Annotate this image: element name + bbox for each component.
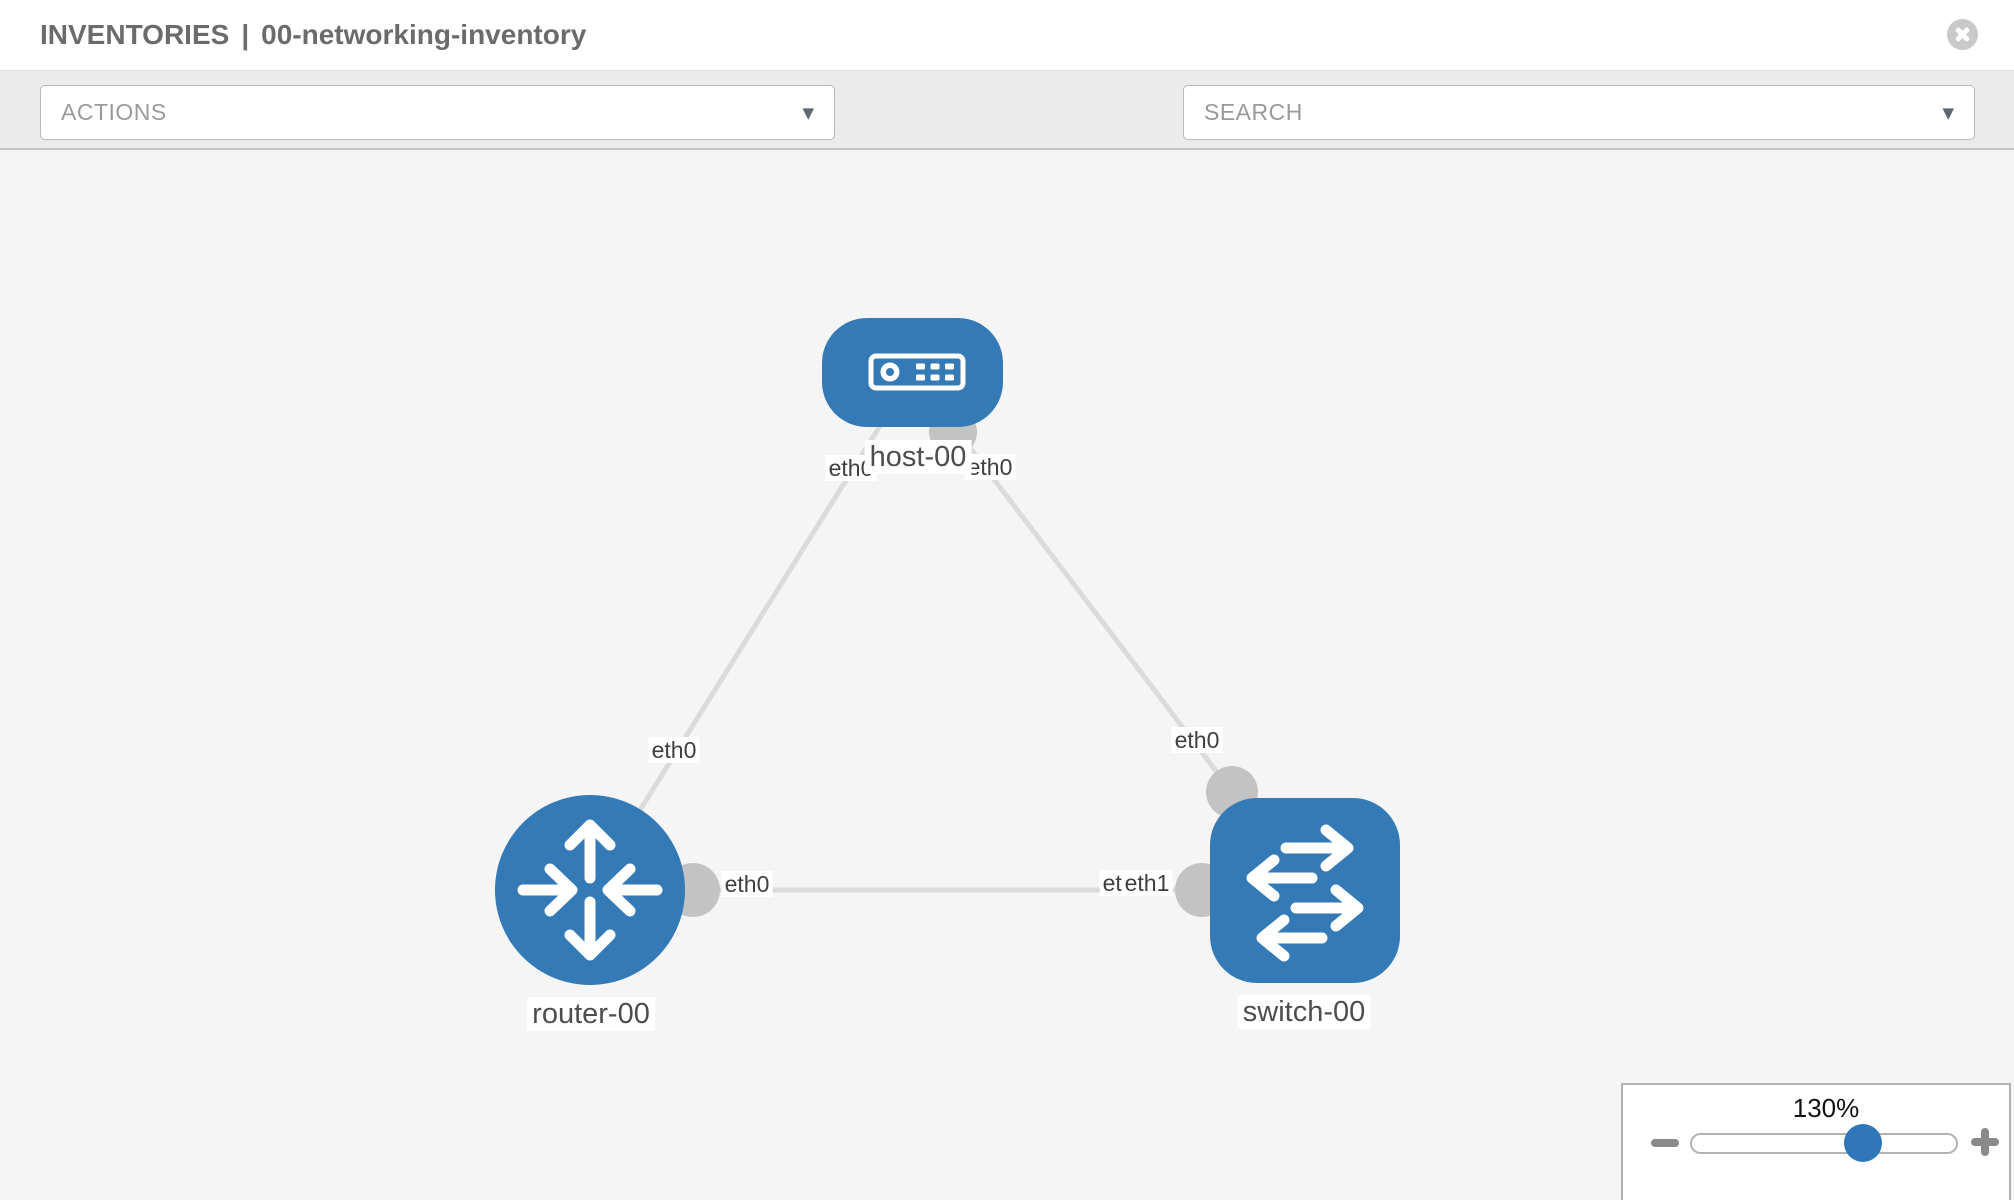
header-bar: INVENTORIES | 00-networking-inventory: [0, 0, 2014, 71]
interface-label: eth1: [1121, 870, 1173, 896]
host-icon: [868, 353, 966, 391]
search-dropdown-label: SEARCH: [1204, 99, 1303, 125]
plus-icon: [1981, 1128, 1989, 1156]
node-host-00[interactable]: [822, 318, 1003, 427]
zoom-slider-track[interactable]: [1690, 1124, 1958, 1162]
minus-icon: [1651, 1139, 1679, 1147]
interface-label: eth0: [1171, 727, 1223, 753]
zoom-in-button[interactable]: [1971, 1128, 1999, 1156]
switch-icon: [1246, 824, 1364, 962]
node-label-host: host-00: [864, 440, 972, 474]
topology-svg: [495, 318, 1400, 985]
interface-label: eth0: [721, 871, 773, 897]
zoom-slider-knob[interactable]: [1844, 1124, 1882, 1162]
search-dropdown[interactable]: SEARCH ▼: [1183, 85, 1975, 140]
page-title-inventory-name: 00-networking-inventory: [261, 19, 587, 50]
node-switch-00[interactable]: [1210, 798, 1400, 983]
page-title: INVENTORIES | 00-networking-inventory: [40, 19, 586, 51]
interface-label: eth0: [648, 737, 700, 763]
zoom-panel: 130%: [1621, 1083, 2011, 1200]
node-label-switch: switch-00: [1237, 995, 1371, 1029]
node-router-00[interactable]: [495, 795, 685, 985]
actions-dropdown-label: ACTIONS: [61, 99, 167, 125]
node-label-router: router-00: [527, 997, 655, 1031]
topology-canvas[interactable]: [0, 150, 2014, 1200]
close-button[interactable]: [1947, 19, 1978, 50]
router-icon: [517, 819, 663, 961]
interface-connectors: [666, 408, 1258, 917]
interface-label: eth0: [964, 454, 1016, 480]
zoom-out-button[interactable]: [1651, 1139, 1679, 1147]
chevron-down-icon: ▼: [802, 103, 814, 122]
chevron-down-icon: ▼: [1942, 103, 1954, 122]
toolbar: ACTIONS ▼ SEARCH ▼: [0, 71, 2014, 202]
zoom-level-value: 130%: [1792, 1093, 1860, 1123]
actions-dropdown[interactable]: ACTIONS ▼: [40, 85, 835, 140]
page-title-separator: |: [241, 19, 250, 50]
page-title-section: INVENTORIES: [40, 19, 230, 50]
